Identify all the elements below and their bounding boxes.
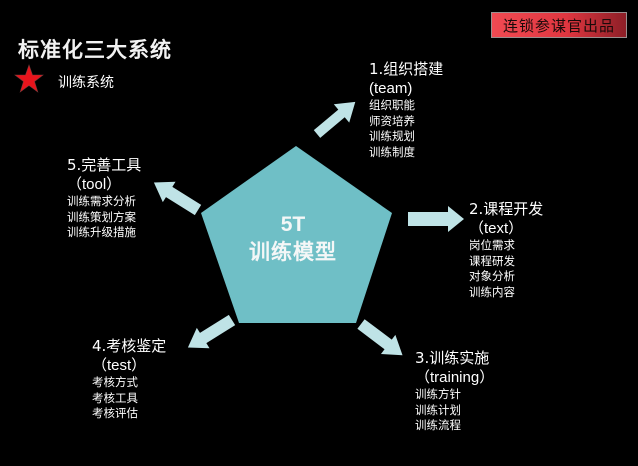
node-eng: （test） [92, 357, 147, 374]
node-eng: （training） [415, 369, 495, 386]
node-item: 训练流程 [415, 418, 461, 432]
node-item: 组织职能 [369, 98, 415, 112]
node-item: 考核工具 [92, 390, 138, 405]
node-item: 对象分析 [469, 269, 515, 283]
node-head: 3.训练实施 [415, 349, 490, 367]
center-label: 5T 训练模型 [230, 212, 356, 266]
node-item: 训练方针 [415, 387, 461, 401]
node-item: 师资培养 [369, 113, 415, 128]
node-eng: （tool） [67, 176, 122, 193]
node-head: 5.完善工具 [67, 156, 142, 174]
node-test: 4.考核鉴定 （test） 考核方式 考核工具 考核评估 [92, 337, 166, 422]
center-pentagon [201, 146, 392, 323]
arrow-to-training [357, 319, 403, 356]
node-head: 1.组织搭建 [369, 60, 444, 78]
node-item: 训练规划 [369, 129, 415, 143]
subtitle: 训练系统 [58, 75, 114, 91]
node-text: 2.课程开发 （text） 岗位需求 课程研发 对象分析 训练内容 [469, 200, 543, 300]
publisher-badge: 连锁参谋官出品 [491, 12, 627, 38]
node-item: 训练策划方案 [67, 209, 136, 224]
arrow-to-test [187, 314, 236, 349]
node-item: 训练计划 [415, 402, 461, 417]
node-item: 课程研发 [469, 253, 515, 268]
node-eng: （text） [469, 220, 524, 237]
node-item: 考核方式 [92, 375, 138, 389]
node-training: 3.训练实施 （training） 训练方针 训练计划 训练流程 [415, 349, 494, 434]
node-tool: 5.完善工具 （tool） 训练需求分析 训练策划方案 训练升级措施 [67, 156, 141, 241]
node-item: 训练需求分析 [67, 194, 136, 208]
node-item: 岗位需求 [469, 238, 515, 252]
star-icon [14, 64, 44, 93]
node-item: 训练内容 [469, 284, 515, 299]
center-label-line2: 训练模型 [249, 240, 337, 264]
node-head: 4.考核鉴定 [92, 337, 167, 355]
node-item: 训练升级措施 [67, 225, 136, 239]
node-head: 2.课程开发 [469, 200, 544, 218]
arrow-to-team [313, 101, 356, 138]
center-label-line1: 5T [280, 213, 306, 236]
page-title: 标准化三大系统 [18, 37, 172, 62]
node-eng: (team) [369, 80, 413, 97]
arrow-to-text [408, 206, 464, 232]
arrow-to-tool [153, 181, 202, 216]
node-team: 1.组织搭建 (team) 组织职能 师资培养 训练规划 训练制度 [369, 60, 443, 160]
node-item: 训练制度 [369, 144, 415, 159]
node-item: 考核评估 [92, 406, 138, 420]
